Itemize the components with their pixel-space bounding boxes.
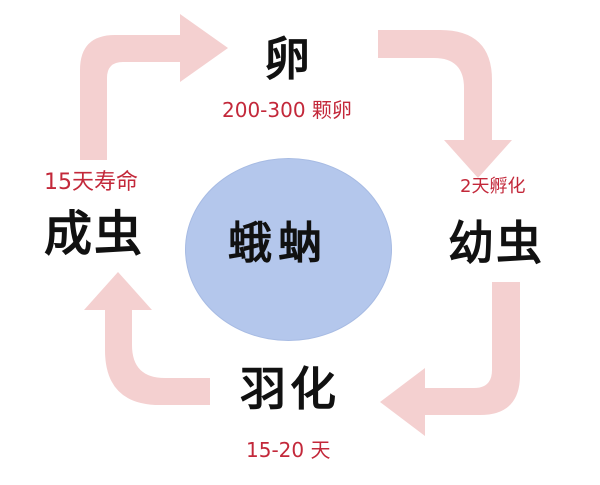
center-circle (185, 158, 392, 341)
stage-larva-note: 2天孵化 (460, 176, 526, 197)
arrow-larva-to-pupa (380, 282, 520, 436)
stage-adult-note: 15天寿命 (44, 170, 138, 195)
stage-pupa-name: 羽化 (240, 362, 340, 416)
stage-adult-name: 成虫 (44, 206, 145, 262)
stage-egg-name: 卵 (264, 32, 310, 86)
arrow-adult-to-egg (80, 14, 228, 160)
arrow-pupa-to-adult (84, 272, 210, 405)
center-label: 蛾蚋 (228, 218, 328, 269)
stage-larva-name: 幼虫 (448, 216, 544, 270)
stage-pupa-note: 15-20 天 (246, 438, 331, 462)
stage-egg-note: 200-300 颗卵 (222, 98, 352, 122)
arrow-egg-to-larva (378, 30, 512, 178)
